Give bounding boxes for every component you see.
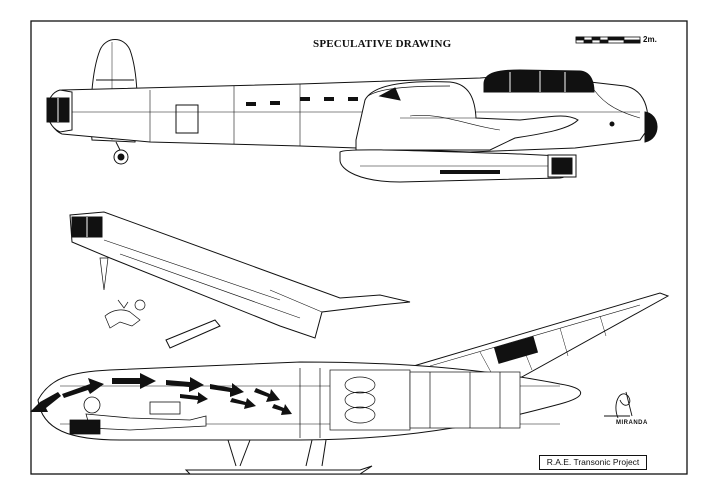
artist-signature: MIRANDA (616, 420, 648, 426)
prone-pilot (69, 396, 207, 435)
airflow-arrows (30, 373, 292, 415)
scale-bar (575, 36, 641, 44)
landing-skid (184, 439, 373, 475)
test-vehicle-separated (69, 211, 411, 349)
drawing-title: SPECULATIVE DRAWING (313, 38, 452, 50)
tail-wheel (113, 141, 129, 165)
bomber-side-view (46, 39, 658, 183)
vehicle-fuselage-upper (69, 211, 411, 339)
project-caption: R.A.E. Transonic Project (539, 455, 647, 470)
scale-label: 2m. (643, 35, 657, 44)
engine-nacelle (355, 81, 579, 151)
nose-turret (644, 111, 658, 143)
signature-mark (604, 391, 633, 419)
cockpit-canopy (483, 69, 595, 93)
ejected-canopy (165, 319, 221, 349)
ejected-pilot (99, 257, 146, 329)
engine-bay (299, 368, 521, 438)
cutaway-vehicle (30, 292, 670, 475)
